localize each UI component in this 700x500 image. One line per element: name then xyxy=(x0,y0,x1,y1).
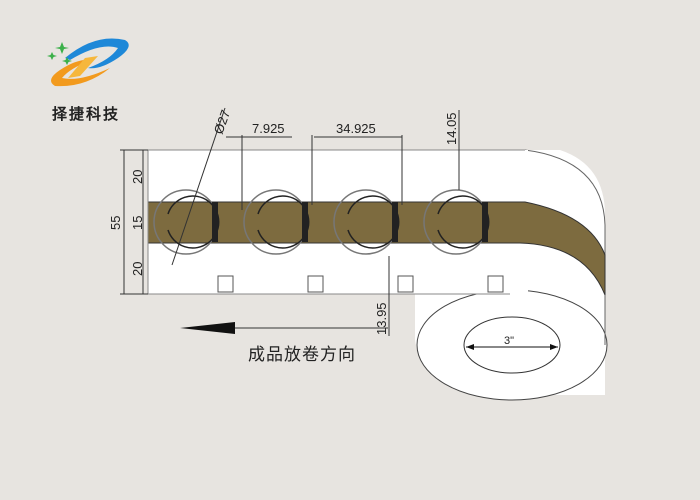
direction-label: 成品放卷方向 xyxy=(248,345,356,365)
dim-pitch: 34.925 xyxy=(336,121,376,136)
rings xyxy=(153,189,490,255)
arrow-left-icon xyxy=(180,322,235,334)
dim-gap: 7.925 xyxy=(252,121,285,136)
strip xyxy=(147,201,606,296)
dim-total-width: 55 xyxy=(108,216,123,230)
brand-logo xyxy=(40,28,140,128)
brand-name: 择捷科技 xyxy=(52,105,121,123)
dim-core: 3" xyxy=(504,335,514,347)
core-ellipse xyxy=(463,316,561,374)
dim-strip-width: 15 xyxy=(130,216,145,230)
sensor-marks xyxy=(217,275,504,293)
dim-diameter: Ø27 xyxy=(211,108,234,136)
dim-margin-top: 20 xyxy=(130,170,145,184)
dimension-lines xyxy=(120,107,460,336)
logo-swoosh-icon xyxy=(47,38,129,87)
dim-bottom-offset: 13.95 xyxy=(374,302,389,335)
dim-top-offset: 14.05 xyxy=(444,112,459,145)
dim-margin-bottom: 20 xyxy=(130,262,145,276)
